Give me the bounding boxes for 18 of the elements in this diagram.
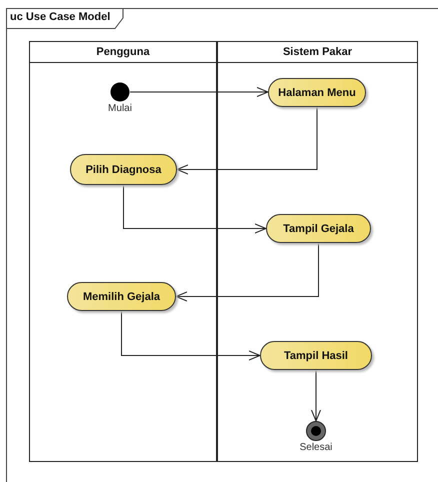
control-flow-arrow — [121, 310, 260, 360]
lane-title: Sistem Pakar — [282, 46, 352, 58]
node-label: Selesai — [300, 442, 332, 453]
frame-title: uc Use Case Model — [10, 11, 110, 23]
activity-node: Tampil Hasil — [260, 341, 372, 370]
activity-node: Tampil Gejala — [266, 214, 371, 243]
control-flow-arrow — [176, 106, 318, 174]
control-flow-arrow — [311, 370, 321, 422]
activity-node: Pilih Diagnosa — [70, 154, 177, 185]
control-flow-arrow — [176, 242, 319, 302]
activity-node: Memilih Gejala — [67, 282, 176, 311]
swimlane — [29, 41, 217, 462]
control-flow-arrow — [123, 184, 266, 234]
activity-node: Halaman Menu — [268, 78, 366, 107]
control-flow-arrow — [130, 87, 268, 97]
lane-title: Pengguna — [96, 46, 150, 58]
swimlane — [217, 41, 418, 462]
node-label: Mulai — [108, 103, 132, 114]
